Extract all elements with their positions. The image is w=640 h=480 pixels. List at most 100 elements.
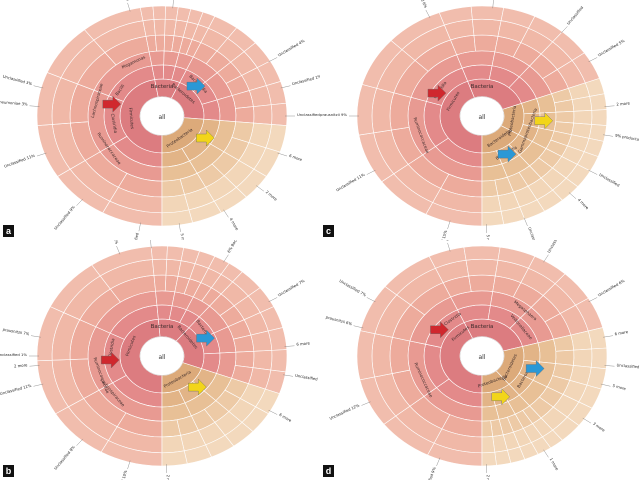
leader-line [36,152,47,157]
leader-line [600,383,611,387]
leader-line [76,438,84,446]
leader-line [588,297,598,303]
leader-line [178,223,181,232]
ring-label: Bacteria [471,324,494,330]
leader-line [127,2,131,12]
outer-label: Unclassified 7% [277,278,306,298]
outer-label: 2 more [166,475,171,480]
center-circle [139,336,185,376]
wedge-ring-6 [371,333,393,378]
yellow-arrow [196,129,215,147]
wedge-ring-5 [555,349,575,366]
wedge-ring-6 [253,104,273,125]
wedge-ring-5 [161,178,185,198]
wedge-ring-5 [154,34,165,52]
wedge-ring-3 [461,64,493,82]
outer-label: 2 more [616,100,631,106]
leader-line [29,365,40,367]
wedge-ring-6 [161,194,190,214]
ring-label: Clostridia [107,338,115,359]
leader-line [256,185,265,192]
panel-tag-d: d [323,465,334,477]
outer-label: Unclassified 6% [597,278,626,298]
wedge-ring-5 [389,92,412,131]
outer-label: Unclassified [297,112,320,117]
wedge-ring-7 [270,349,288,373]
leader-line [223,209,229,218]
leader-line [543,254,549,263]
wedge-ring-6 [250,330,273,352]
red-arrow [430,321,449,339]
wedge-ring-7 [470,5,505,22]
outer-label: Unclassified 5% [597,38,626,58]
outer-label: Unclassified [546,240,562,254]
leader-line [33,85,44,89]
ring-label: Clostridia [110,113,118,134]
wedge-ring-5 [153,274,167,292]
outer-label: Unclassified [527,226,540,240]
outer-label: Unclassified [131,232,140,240]
panel-tag-b: b [3,465,14,477]
leader-line [150,240,152,249]
panel-c: allBacteriaFirmicutesClostridiaProteobac… [320,0,640,240]
wedge-ring-7 [139,5,155,22]
leader-line [277,152,288,157]
outer-label: 6% Bacteroides [226,240,245,254]
leader-line [604,365,615,367]
outer-label: Unclassified 12% [329,402,361,420]
blue-arrow [497,145,517,163]
leader-line [604,105,615,107]
outer-label: 4 more [577,197,591,211]
wedge-ring-5 [481,420,494,438]
outer-label: 5 more [180,233,187,240]
wedge-ring-5 [389,336,411,374]
red-arrow [100,351,120,369]
center-circle [139,96,185,136]
wedge-ring-6 [573,110,593,125]
wedge-ring-6 [472,18,502,37]
leader-line [33,383,44,387]
outer-label: Unclassified [295,373,319,382]
outer-label: Unclassified 11% [0,383,32,396]
outer-label: Unclassified [566,5,585,26]
leader-line [523,217,528,227]
outer-label: 6 more [296,340,311,346]
outer-label: 2 more [265,189,279,202]
krona-chart-a: allBacteriaFirmicutesClostridiaBacteroid… [0,0,320,240]
outer-label: 2 more [486,475,491,480]
center-label: all [478,354,485,361]
wedge-ring-7 [589,93,608,111]
yellow-arrow [188,378,207,396]
leader-line [425,9,431,18]
outer-label: Unclassified [598,172,621,188]
outer-label: Unclassified 1% [291,74,320,87]
wedge-ring-7 [161,450,188,467]
wedge-ring-7 [481,210,505,227]
outer-label: 6 more [278,412,293,423]
center-label: all [158,354,165,361]
wedge-ring-5 [234,350,255,369]
krona-chart-c: allBacteriaFirmicutesClostridiaProteobac… [320,0,640,240]
outer-label: 9% producta [615,133,640,142]
wedge-ring-6 [252,350,273,371]
ring-label: Bacteria [471,84,494,90]
outer-label: Unclassified 6% [411,0,428,9]
outer-label: prausnitzii 7% [2,327,30,337]
leader-line [76,198,84,206]
center-circle [459,96,505,136]
krona-chart-d: allBacteriaFirmicutesClostridiaBacteroid… [325,240,640,480]
outer-label: Unclassified 7% [339,278,368,298]
wedge-ring-5 [473,34,499,53]
outer-label: 1 more [549,457,560,472]
outer-label: Unclassified 15% [435,229,448,240]
outer-label: Unclassified 1% [0,352,27,357]
wedge-ring-6 [161,434,185,454]
wedge-ring-4 [537,338,557,364]
leader-line [116,245,121,255]
leader-line [223,254,229,263]
leader-line [353,325,364,329]
wedge-ring-5 [235,106,255,124]
